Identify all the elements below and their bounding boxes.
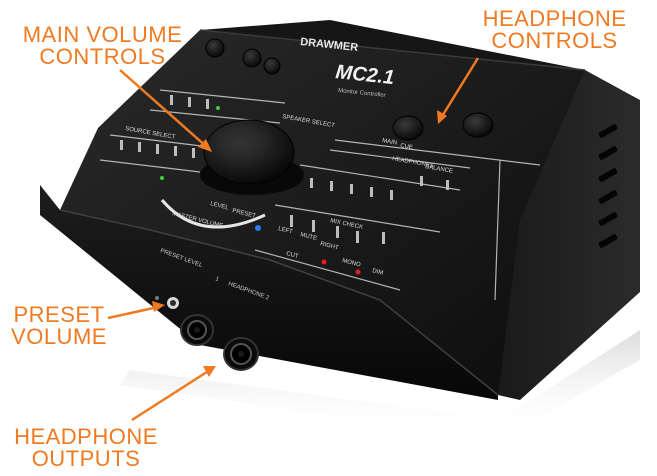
cut-label: CUT xyxy=(286,251,300,260)
callout-line: CONTROLS xyxy=(491,28,618,53)
left-label: LEFT xyxy=(278,226,294,235)
headphone-knobs xyxy=(392,112,494,141)
callout-line: OUTPUTS xyxy=(31,446,141,471)
level-label: LEVEL xyxy=(210,201,230,212)
preset-label: PRESET xyxy=(232,208,257,220)
mono-label: MONO xyxy=(342,258,362,268)
callout-line: HEADPHONE xyxy=(14,424,158,449)
main-label: MAIN xyxy=(382,138,398,147)
cue-label: CUE xyxy=(400,143,414,151)
preset-volume-knob xyxy=(155,296,179,309)
callout-line: VOLUME xyxy=(11,324,107,349)
indicator-leds xyxy=(160,106,361,275)
chassis-front xyxy=(40,185,498,400)
floor-shadow xyxy=(120,330,640,440)
callout-line: HEADPHONE xyxy=(482,6,627,31)
right-label: RIGHT xyxy=(320,241,340,251)
small-knobs xyxy=(205,38,281,75)
callout-line: CONTROLS xyxy=(39,44,166,69)
callout-line: MAIN VOLUME xyxy=(22,22,183,47)
callout-arrows xyxy=(107,57,480,422)
vent-slots xyxy=(598,124,618,248)
main-volume-knob xyxy=(200,119,304,195)
headphone-outputs-callout: HEADPHONE OUTPUTS xyxy=(0,426,172,470)
balance-label: BALANCE xyxy=(425,164,454,175)
model-subtitle: Monitor Controller xyxy=(338,88,386,99)
headphone-jack-2 xyxy=(223,337,259,371)
headphone-jack-1 xyxy=(180,314,214,346)
master-volume-arc xyxy=(160,199,266,229)
headphone-1-label: 1 xyxy=(214,276,220,283)
headphone-controls-callout: HEADPHONE CONTROLS xyxy=(452,8,657,52)
dim-label: DIM xyxy=(372,268,384,276)
preset-volume-callout: PRESET VOLUME xyxy=(0,304,118,348)
callout-line: PRESET xyxy=(13,302,105,327)
main-volume-controls-callout: MAIN VOLUME CONTROLS xyxy=(0,24,205,68)
toggle-switches xyxy=(120,95,449,244)
mute-label: MUTE xyxy=(300,232,318,242)
